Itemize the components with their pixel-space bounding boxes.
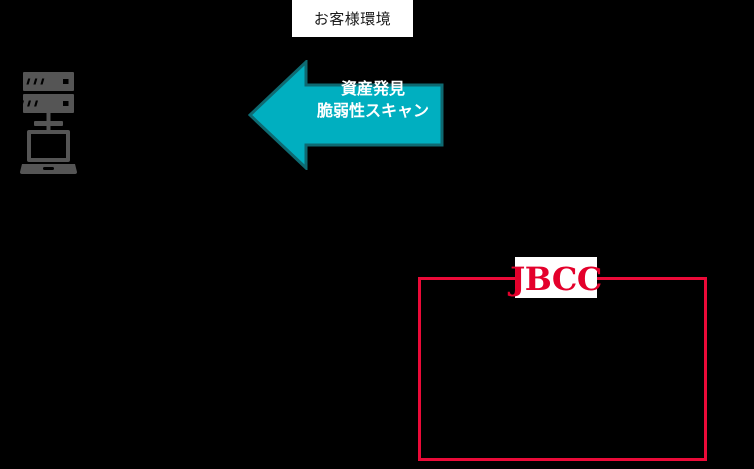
jbcc-logo: JBCC (510, 257, 602, 298)
scan-arrow: 資産発見 脆弱性スキャン (248, 60, 444, 170)
jbcc-logo-text: JBCC (510, 259, 602, 298)
arrow-label-line2: 脆弱性スキャン (316, 101, 429, 120)
server-and-laptop-icon (20, 72, 77, 174)
service-region-box (418, 277, 707, 461)
environment-label: お客様環境 (292, 0, 413, 37)
device-icon-group (20, 72, 77, 174)
arrow-label: 資産発見 脆弱性スキャン (310, 78, 436, 122)
arrow-left-icon (248, 60, 444, 170)
arrow-label-line1: 資産発見 (340, 79, 405, 98)
